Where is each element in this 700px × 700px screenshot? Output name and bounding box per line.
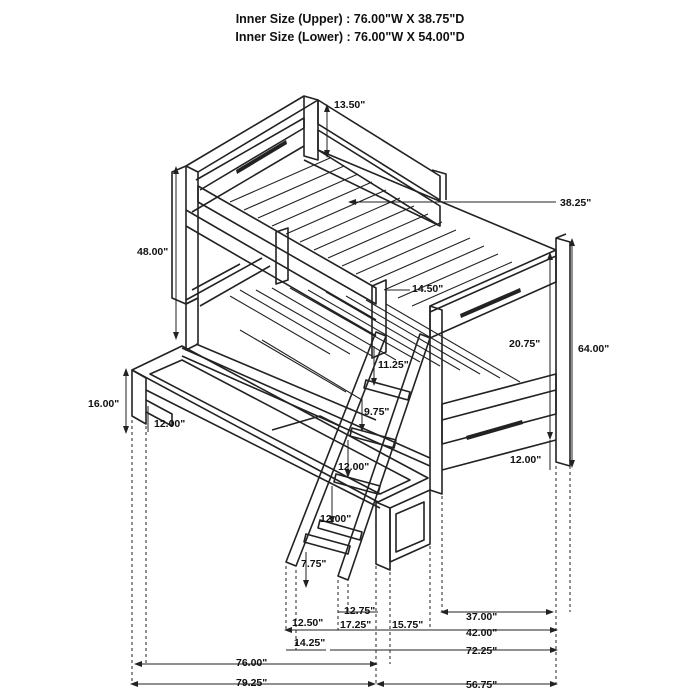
guard-rail-post: [275, 227, 289, 285]
ladder: [285, 331, 431, 581]
lower-far-rail: [185, 257, 271, 307]
lower-foot-slot: [466, 420, 523, 440]
upper-foot-panel: [429, 249, 557, 339]
dim-12-00-ladder-a: 12.00": [338, 461, 369, 473]
upper-far-end-panel: [185, 95, 319, 213]
upper-foot-slot: [460, 288, 521, 318]
ladder-right-rail: [337, 333, 431, 581]
lower-foot-bottom: [441, 439, 557, 471]
dim-11-25: 11.25": [378, 359, 409, 371]
dim-12-75: 12.75": [344, 605, 375, 617]
upper-guard-rail: [185, 185, 377, 337]
dim-79-25: 79.25": [236, 677, 267, 689]
ladder-rung-1: [363, 379, 411, 401]
dim-76-00: 76.00": [236, 657, 267, 669]
trundle-front-face: [145, 389, 381, 509]
trundle-inner-panel: [271, 415, 341, 431]
trundle-top-frame: [131, 345, 429, 503]
dim-42-00: 42.00": [466, 627, 497, 639]
ladder-rung-5: [303, 533, 351, 555]
dim-20-75: 20.75": [509, 338, 540, 350]
upper-slats: [229, 157, 513, 307]
ladder-left-rail: [285, 331, 387, 567]
dim-72-25: 72.25": [466, 645, 497, 657]
trundle-right-leg: [375, 501, 391, 571]
dim-56-75: 56.75": [466, 679, 497, 691]
front-right-post: [429, 305, 443, 495]
dim-12-00-ladder-b: 12.00": [320, 513, 351, 525]
dimension-lines: [123, 104, 575, 687]
front-right-post-upper: [371, 279, 387, 359]
upper-side-rail: [303, 149, 557, 251]
lower-slats: [229, 287, 521, 401]
dim-14-25: 14.25": [294, 637, 325, 649]
trundle-left-leg: [131, 369, 147, 425]
dim-14-50: 14.50": [412, 283, 443, 295]
dim-15-75: 15.75": [392, 619, 423, 631]
lower-back-left-post: [185, 297, 199, 351]
inner-size-header: Inner Size (Upper) : 76.00"W X 38.75"D I…: [0, 10, 700, 46]
ladder-rung-4: [317, 519, 363, 541]
lower-foot-panel: [441, 373, 557, 445]
dim-12-50: 12.50": [292, 617, 323, 629]
dim-12-00-right: 12.00": [510, 454, 541, 466]
dim-48-00: 48.00": [137, 246, 168, 258]
dim-13-50: 13.50": [334, 99, 365, 111]
dim-37-00: 37.00": [466, 611, 497, 623]
back-right-post: [431, 169, 447, 200]
ladder-rung-2: [349, 427, 397, 449]
inner-size-upper: Inner Size (Upper) : 76.00"W X 38.75"D: [235, 12, 465, 26]
dim-17-25: 17.25": [340, 619, 371, 631]
dim-12-00-side: 12.00": [154, 418, 185, 430]
dim-7-75: 7.75": [301, 558, 326, 570]
dim-38-25: 38.25": [560, 197, 591, 209]
dim-64-00: 64.00": [578, 343, 609, 355]
upper-end-slot: [236, 140, 287, 174]
bunk-bed-frame: [131, 95, 571, 581]
inner-size-lower: Inner Size (Lower) : 76.00"W X 54.00"D: [235, 30, 465, 44]
back-left-post: [303, 95, 319, 161]
dim-9-75: 9.75": [364, 406, 389, 418]
dim-16-00: 16.00": [88, 398, 119, 410]
trundle-right-box: [389, 489, 431, 563]
rear-right-post: [555, 233, 571, 467]
ladder-rung-3: [333, 473, 381, 495]
dimension-labels: 13.50" 38.25" 48.00" 14.50" 20.75" 64.00…: [88, 99, 609, 691]
